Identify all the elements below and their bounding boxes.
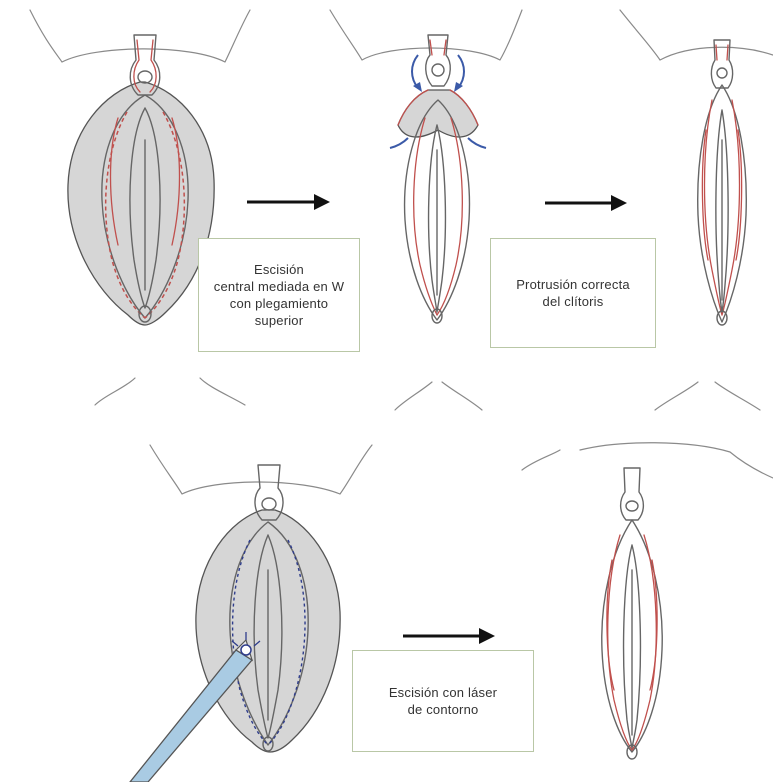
panel-step-3 [620,10,773,410]
caption-step-1-line-2: central mediada en W [214,278,344,295]
panel-step-5 [522,443,773,759]
arrow-step-2-to-3 [545,195,627,211]
caption-step-1: Escisión central mediada en W con plegam… [198,238,360,352]
caption-step-1-line-4: superior [214,312,344,329]
caption-step-2-line-1: Protrusión correcta [516,276,630,293]
caption-step-2-line-2: del clítoris [516,293,630,310]
arrow-step-1-to-2 [247,194,330,210]
panel-step-4 [130,445,372,782]
caption-step-1-line-1: Escisión [214,261,344,278]
arrow-step-4-to-5 [403,628,495,644]
caption-step-1-line-3: con plegamiento [214,295,344,312]
caption-step-2: Protrusión correcta del clítoris [490,238,656,348]
caption-step-3-line-2: de contorno [389,701,497,718]
caption-step-3-line-1: Escisión con láser [389,684,497,701]
caption-step-3: Escisión con láser de contorno [352,650,534,752]
